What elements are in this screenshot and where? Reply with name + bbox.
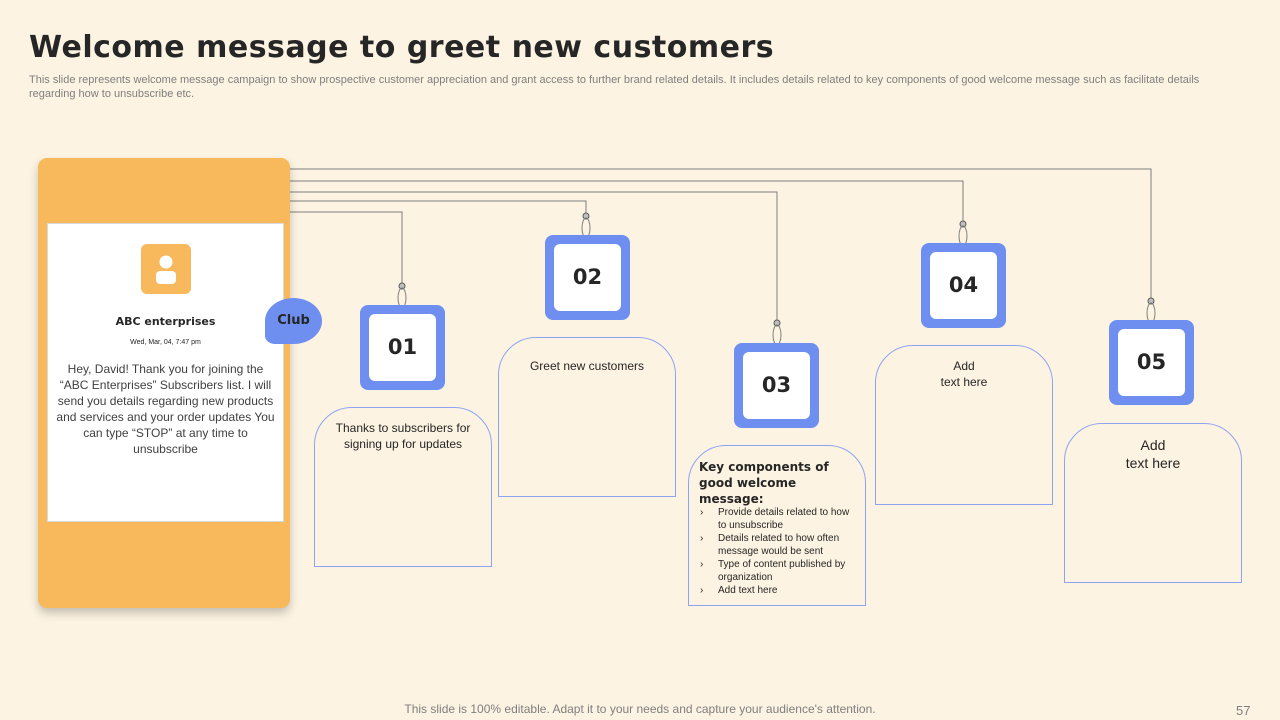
connector-loop-03 <box>772 324 782 346</box>
club-bubble: Club <box>265 298 322 344</box>
welcome-message-text: Hey, David! Thank you for joining the “A… <box>56 362 275 456</box>
connector-ring-05 <box>1147 297 1155 305</box>
key-components-heading: Key components of good welcome message: <box>699 460 829 506</box>
list-item: Type of content published by organizatio… <box>699 559 855 584</box>
step-card-02: Greet new customers <box>498 337 676 497</box>
connector-ring-03 <box>773 319 781 327</box>
step-number-02: 02 <box>554 244 621 311</box>
slide-title: Welcome message to greet new customers <box>29 30 775 65</box>
step-text-04-line2: text here <box>940 375 988 389</box>
step-text-05-line1: Add <box>1140 437 1166 453</box>
connector-ring-02 <box>582 212 590 220</box>
step-text-02: Greet new customers <box>529 359 645 373</box>
message-date: Wed, Mar, 04, 7:47 pm <box>130 339 201 346</box>
connector-ring-04 <box>959 220 967 228</box>
step-text-01: Thanks to subscribers for signing up for… <box>335 421 471 451</box>
key-components-list: Provide details related to how to unsubs… <box>699 507 855 598</box>
page-number: 57 <box>1236 703 1251 718</box>
list-item: Add text here <box>699 585 855 598</box>
connector-line-03 <box>290 191 778 321</box>
step-number-05: 05 <box>1118 329 1185 396</box>
step-card-05: Add text here <box>1064 423 1242 583</box>
step-card-04: Add text here <box>875 345 1053 505</box>
step-card-01: Thanks to subscribers for signing up for… <box>314 407 492 567</box>
company-name: ABC enterprises <box>115 315 216 328</box>
step-badge-01: 01 <box>360 305 445 390</box>
step-number-01: 01 <box>369 314 436 381</box>
list-item: Provide details related to how to unsubs… <box>699 507 855 532</box>
step-card-03: Key components of good welcome message: … <box>688 445 866 606</box>
step-badge-02: 02 <box>545 235 630 320</box>
slide-subtitle: This slide represents welcome message ca… <box>29 74 1200 100</box>
step-badge-04: 04 <box>921 243 1006 328</box>
phone-screen: ABC enterprises Wed, Mar, 04, 7:47 pm He… <box>47 223 284 522</box>
step-badge-05: 05 <box>1109 320 1194 405</box>
step-number-03: 03 <box>743 352 810 419</box>
connector-ring-01 <box>398 282 406 290</box>
step-badge-03: 03 <box>734 343 819 428</box>
connector-line-05 <box>290 168 1152 299</box>
list-item: Details related to how often message wou… <box>699 533 855 558</box>
connector-line-01 <box>290 211 403 284</box>
connector-line-02 <box>290 200 587 214</box>
slide-footer: This slide is 100% editable. Adapt it to… <box>404 702 876 716</box>
step-text-04-line1: Add <box>953 359 975 373</box>
step-text-05-line2: text here <box>1125 455 1181 471</box>
step-number-04: 04 <box>930 252 997 319</box>
connector-line-04 <box>290 180 964 222</box>
user-icon <box>141 244 191 294</box>
